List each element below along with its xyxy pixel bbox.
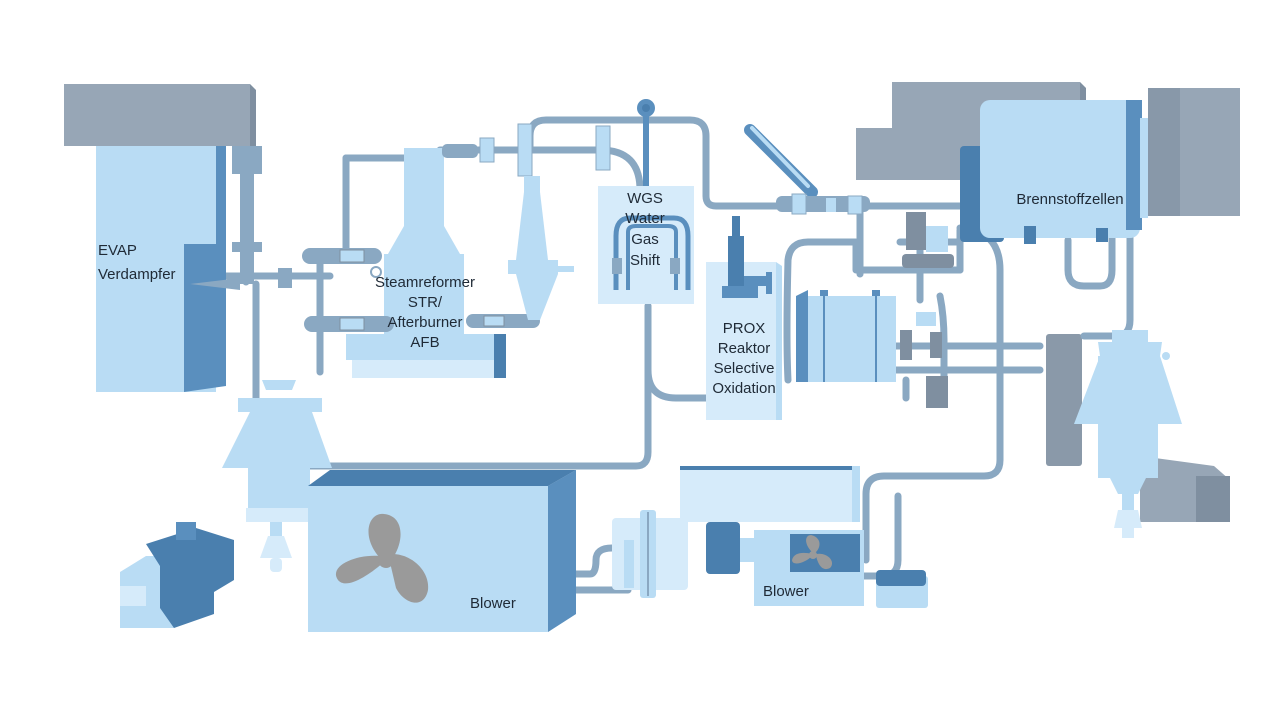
- label-evap: EVAP Verdampfer: [98, 242, 176, 283]
- left-filter-vessel: [222, 380, 332, 572]
- wgs-label-line1: WGS: [627, 190, 663, 207]
- small-blower: [754, 530, 928, 608]
- large-blower: [308, 470, 576, 632]
- label-steamreformer: Steamreformer STR/ Afterburner AFB: [375, 274, 475, 351]
- steamreformer: [302, 148, 540, 378]
- motor-pump: [120, 522, 234, 628]
- evap-top-block: [64, 84, 256, 146]
- heat-exchanger: [796, 290, 896, 382]
- str-label-line1: Steamreformer: [375, 274, 475, 291]
- fuel-cell-stack: [892, 82, 1148, 244]
- bottom-right-block: [1140, 456, 1230, 522]
- evap-label-line2: Verdampfer: [98, 266, 176, 283]
- blower-small-label: Blower: [763, 583, 809, 600]
- top-pipe-flanges: [442, 123, 611, 177]
- str-label-line3: Afterburner: [387, 314, 462, 331]
- prox-reactor: [706, 216, 782, 420]
- cyclone-separator: [508, 176, 574, 320]
- prox-label-line2: Reaktor: [718, 340, 771, 357]
- str-label-line4: AFB: [410, 334, 439, 351]
- wgs-label-line4: Shift: [630, 252, 661, 269]
- wgs-label-line3: Gas: [631, 231, 659, 248]
- label-prox: PROX Reaktor Selective Oxidation: [712, 320, 775, 397]
- right-valves: [900, 212, 954, 408]
- str-label-line2: STR/: [408, 294, 443, 311]
- fuelcell-label: Brennstoffzellen: [1016, 191, 1123, 208]
- right-column-block: [1046, 334, 1082, 466]
- blower-large-label: Blower: [470, 595, 516, 612]
- right-filter-vessel: [1074, 330, 1182, 538]
- prox-label-line1: PROX: [723, 320, 766, 337]
- prox-label-line3: Selective: [714, 360, 775, 377]
- evap-label-line1: EVAP: [98, 242, 137, 259]
- wgs-reactor: [598, 99, 694, 304]
- blower-coupling: [612, 466, 860, 598]
- label-wgs: WGS Water Gas Shift: [625, 190, 664, 269]
- label-blower-small: Blower: [763, 583, 809, 600]
- wgs-label-line2: Water: [625, 210, 664, 227]
- angled-inlet-pipe: [744, 124, 870, 215]
- evap-verdampfer: [96, 146, 292, 392]
- prox-label-line4: Oxidation: [712, 380, 775, 397]
- label-blower-large: Blower: [470, 595, 516, 612]
- label-fuelcell: Brennstoffzellen: [1016, 191, 1123, 208]
